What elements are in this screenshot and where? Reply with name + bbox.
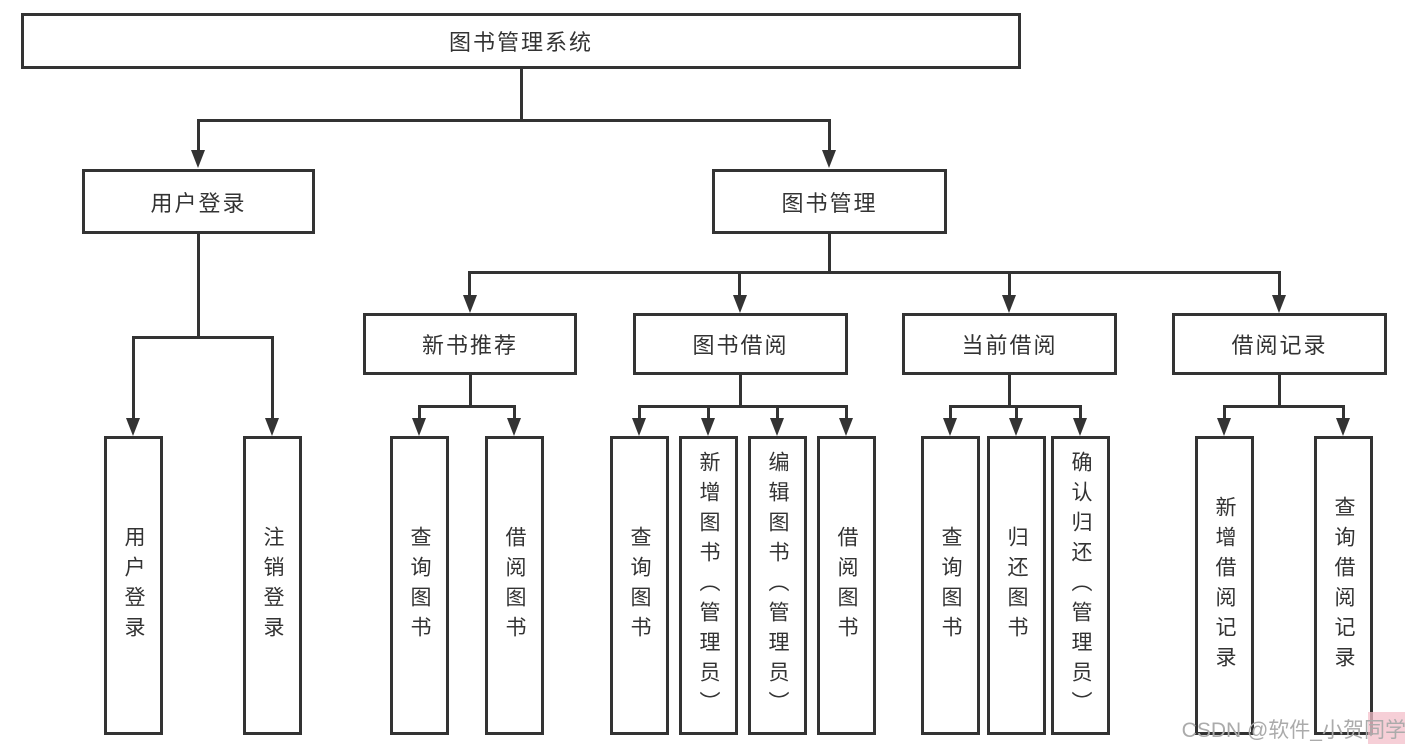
connector-to-user-login: [197, 119, 200, 152]
connector-to-leaf: [1342, 405, 1345, 418]
arrow-down-icon: [822, 150, 836, 168]
node-root-library-system: 图书管理系统: [21, 13, 1021, 69]
connector-to-records: [1278, 271, 1281, 295]
arrow-down-icon: [1073, 418, 1087, 436]
leaf-add-books-admin: 新增图书（管理员）: [679, 436, 738, 735]
watermark-text: CSDN @软件_小贺同学: [1181, 719, 1405, 742]
connector-user-stem: [197, 233, 200, 336]
node-book-borrow: 图书借阅: [633, 313, 848, 375]
connector-to-leaf: [132, 336, 135, 418]
leaf-edit-books-admin: 编辑图书（管理员）: [748, 436, 807, 735]
connector-stem: [469, 375, 472, 405]
watermark-highlight: [1368, 712, 1405, 744]
arrow-down-icon: [1009, 418, 1023, 436]
arrow-down-icon: [1336, 418, 1350, 436]
leaf-return-books: 归还图书: [987, 436, 1046, 735]
leaf-query-books-recommend: 查询图书: [390, 436, 449, 735]
node-current-borrow: 当前借阅: [902, 313, 1117, 375]
connector-to-leaf: [1015, 405, 1018, 418]
leaf-borrow-books: 借阅图书: [817, 436, 876, 735]
connector-user-split: [132, 336, 274, 339]
leaf-query-borrow-record: 查询借阅记录: [1314, 436, 1373, 735]
connector-mgmt-split: [468, 271, 1281, 274]
leaf-user-login: 用户登录: [104, 436, 163, 735]
connector-stem: [1008, 375, 1011, 405]
arrow-down-icon: [1002, 295, 1016, 313]
node-new-book-recommend: 新书推荐: [363, 313, 577, 375]
connector-to-current: [1008, 271, 1011, 295]
arrow-down-icon: [733, 295, 747, 313]
connector-root-split: [197, 119, 831, 122]
connector-mgmt-stem: [828, 234, 831, 271]
connector-stem: [739, 374, 742, 405]
arrow-down-icon: [191, 150, 205, 168]
arrow-down-icon: [1272, 295, 1286, 313]
connector-to-book-mgmt: [828, 119, 831, 152]
node-book-management: 图书管理: [712, 169, 947, 234]
connector-to-leaf: [776, 405, 779, 418]
leaf-query-books-borrow: 查询图书: [610, 436, 669, 735]
arrow-down-icon: [507, 418, 521, 436]
connector-to-leaf: [949, 405, 952, 418]
connector-to-borrow: [738, 271, 741, 295]
arrow-down-icon: [943, 418, 957, 436]
arrow-down-icon: [701, 418, 715, 436]
connector-to-leaf: [1079, 405, 1082, 418]
arrow-down-icon: [1217, 418, 1231, 436]
connector-to-new-book: [468, 271, 471, 295]
leaf-confirm-return-admin: 确认归还（管理员）: [1051, 436, 1110, 735]
leaf-query-books-current: 查询图书: [921, 436, 980, 735]
leaf-logout: 注销登录: [243, 436, 302, 735]
arrow-down-icon: [770, 418, 784, 436]
connector-to-leaf: [845, 405, 848, 418]
leaf-add-borrow-record: 新增借阅记录: [1195, 436, 1254, 735]
arrow-down-icon: [463, 295, 477, 313]
arrow-down-icon: [839, 418, 853, 436]
arrow-down-icon: [126, 418, 140, 436]
connector-root-stem: [520, 68, 523, 119]
connector-to-leaf: [638, 405, 641, 418]
arrow-down-icon: [632, 418, 646, 436]
connector-to-leaf: [513, 405, 516, 418]
leaf-borrow-books-recommend: 借阅图书: [485, 436, 544, 735]
connector-to-leaf: [418, 405, 421, 418]
node-borrow-records: 借阅记录: [1172, 313, 1387, 375]
connector-to-leaf: [707, 405, 710, 418]
arrow-down-icon: [412, 418, 426, 436]
arrow-down-icon: [265, 418, 279, 436]
connector-split: [418, 405, 516, 408]
connector-to-leaf: [1223, 405, 1226, 418]
connector-split: [638, 405, 848, 408]
node-user-login: 用户登录: [82, 169, 315, 234]
connector-stem: [1278, 375, 1281, 405]
connector-to-leaf: [271, 336, 274, 418]
connector-split: [1223, 405, 1345, 408]
